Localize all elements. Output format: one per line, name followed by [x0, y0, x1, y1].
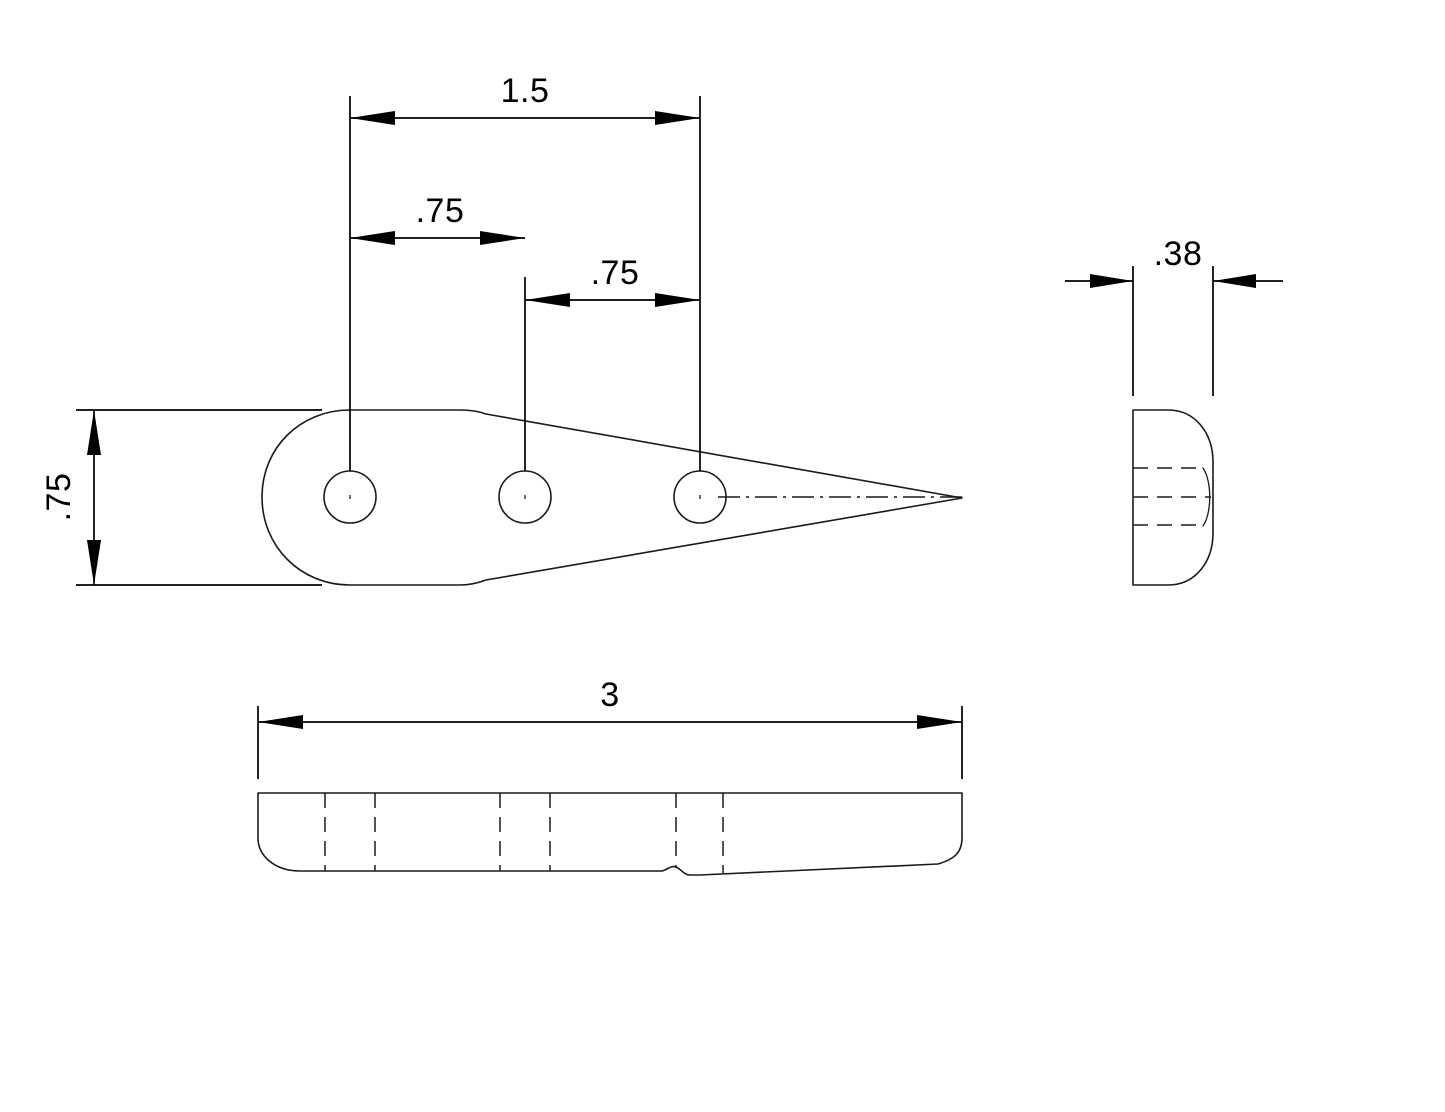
dimension-075-height: .75 — [40, 409, 322, 586]
dim-038-arrow-right — [1213, 274, 1256, 288]
dim-075-left-arrow-right — [480, 231, 525, 245]
dim-3-arrow-right — [917, 715, 962, 729]
dim-height-text: .75 — [40, 473, 78, 522]
dim-height-arrow-top — [87, 410, 101, 455]
top-view — [261, 96, 963, 586]
dim-3-arrow-left — [258, 715, 303, 729]
hole-2 — [498, 470, 552, 524]
dimension-075-right: .75 — [525, 254, 700, 307]
hole-1 — [323, 470, 377, 524]
dim-075-right-arrow-right — [655, 293, 700, 307]
dimension-3: 3 — [258, 676, 962, 729]
dimension-038: .38 — [1065, 235, 1283, 288]
dim-075-right-text: .75 — [591, 254, 640, 292]
dimension-1-5: 1.5 — [350, 72, 700, 125]
side-view-outline — [1132, 409, 1214, 586]
right-side-view — [1132, 266, 1214, 586]
front-view — [257, 706, 963, 876]
dim-1-5-arrow-left — [350, 111, 395, 125]
dim-3-text: 3 — [600, 676, 619, 714]
dim-1-5-arrow-right — [655, 111, 700, 125]
dim-075-left-arrow-left — [350, 231, 395, 245]
dim-height-arrow-bottom — [87, 540, 101, 585]
dim-075-left-text: .75 — [416, 192, 465, 230]
dimension-075-left: .75 — [350, 192, 525, 245]
top-view-outline — [261, 409, 963, 586]
dim-075-right-arrow-left — [525, 293, 570, 307]
side-view-blend-arc — [1202, 467, 1211, 527]
dim-1-5-text: 1.5 — [501, 72, 550, 110]
dim-038-text: .38 — [1154, 235, 1203, 273]
dim-038-arrow-left — [1090, 274, 1133, 288]
front-view-outline — [257, 792, 963, 876]
